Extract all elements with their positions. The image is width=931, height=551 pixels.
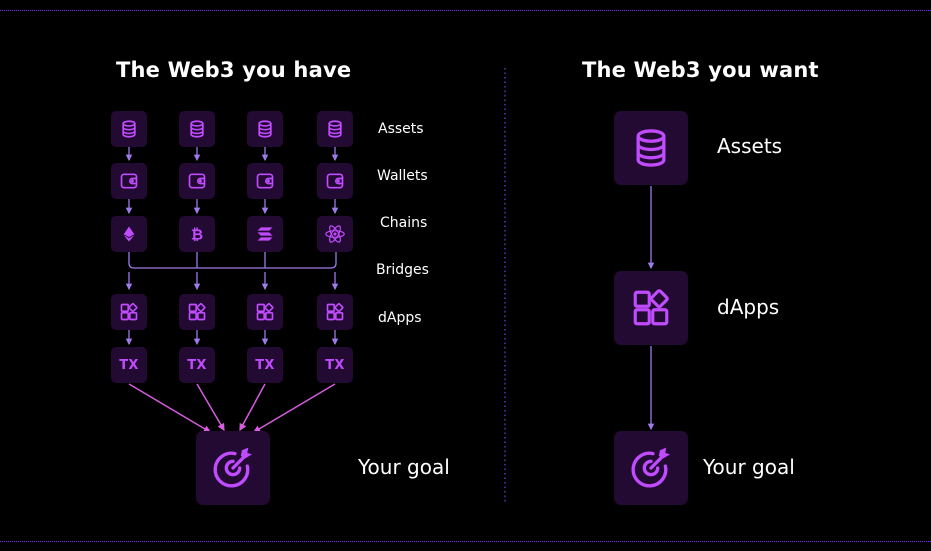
- left-goal-tile: [196, 431, 270, 505]
- top-dotted-border: [0, 10, 931, 11]
- right-goal-tile: [614, 431, 688, 505]
- row-label-chains: Chains: [380, 215, 428, 231]
- bitcoin-icon: ₿: [191, 225, 203, 243]
- tx-label: TX: [187, 357, 207, 373]
- database-icon: [328, 120, 342, 138]
- tx-label: TX: [255, 357, 275, 373]
- dapp-tile: [317, 294, 353, 330]
- right-assets-tile: [614, 111, 688, 185]
- right-dapps-tile: [614, 271, 688, 345]
- bridges-connector: [128, 252, 337, 269]
- ethereum-icon: [123, 226, 135, 242]
- chain-tile-ethereum: [111, 216, 147, 252]
- tx-tile: TX: [111, 347, 147, 383]
- right-title: The Web3 you want: [582, 58, 819, 82]
- dapp-tile: [247, 294, 283, 330]
- database-icon: [636, 129, 666, 167]
- tx-tile: TX: [317, 347, 353, 383]
- database-icon: [122, 120, 136, 138]
- cosmos-icon: [325, 225, 345, 243]
- chain-tile-bitcoin: ₿: [179, 216, 215, 252]
- row-label-assets: Assets: [378, 121, 424, 137]
- tx-tile: TX: [247, 347, 283, 383]
- row-label-bridges: Bridges: [376, 262, 429, 278]
- tx-to-goal-arrow: [239, 383, 266, 432]
- asset-tile: [111, 111, 147, 147]
- dapps-grid-icon: [633, 289, 669, 326]
- left-goal-label: Your goal: [358, 455, 450, 479]
- dapps-grid-icon: [120, 302, 138, 321]
- chain-tile-solana: [247, 216, 283, 252]
- tx-label: TX: [325, 357, 345, 373]
- dapp-tile: [111, 294, 147, 330]
- wallet-tile: [317, 163, 353, 199]
- solana-icon: [257, 227, 273, 241]
- left-title: The Web3 you have: [116, 58, 352, 82]
- row-label-wallets: Wallets: [377, 168, 428, 184]
- tx-to-goal-arrow: [252, 383, 336, 433]
- tx-to-goal-arrow: [128, 383, 212, 433]
- target-goal-icon: [213, 447, 253, 488]
- dapps-grid-icon: [256, 302, 274, 321]
- wallet-icon: [120, 173, 138, 189]
- wallet-tile: [179, 163, 215, 199]
- dapps-grid-icon: [188, 302, 206, 321]
- database-icon: [258, 120, 272, 138]
- asset-tile: [179, 111, 215, 147]
- tx-tile: TX: [179, 347, 215, 383]
- database-icon: [190, 120, 204, 138]
- dapp-tile: [179, 294, 215, 330]
- wallet-icon: [326, 173, 344, 189]
- wallet-icon: [256, 173, 274, 189]
- bottom-dotted-border: [0, 541, 931, 542]
- asset-tile: [317, 111, 353, 147]
- dapps-grid-icon: [326, 302, 344, 321]
- left-column-arrows: [125, 147, 339, 346]
- right-dapps-label: dApps: [717, 295, 780, 319]
- wallet-tile: [247, 163, 283, 199]
- asset-tile: [247, 111, 283, 147]
- right-goal-label: Your goal: [703, 455, 795, 479]
- tx-label: TX: [119, 357, 139, 373]
- right-assets-label: Assets: [717, 134, 783, 158]
- tx-to-goal-arrow: [196, 383, 225, 432]
- svg-text:₿: ₿: [191, 225, 203, 243]
- target-goal-icon: [631, 447, 671, 488]
- row-label-dapps: dApps: [378, 310, 422, 326]
- chain-tile-cosmos: [317, 216, 353, 252]
- wallet-icon: [188, 173, 206, 189]
- wallet-tile: [111, 163, 147, 199]
- tx-to-goal-arrows: [128, 383, 336, 433]
